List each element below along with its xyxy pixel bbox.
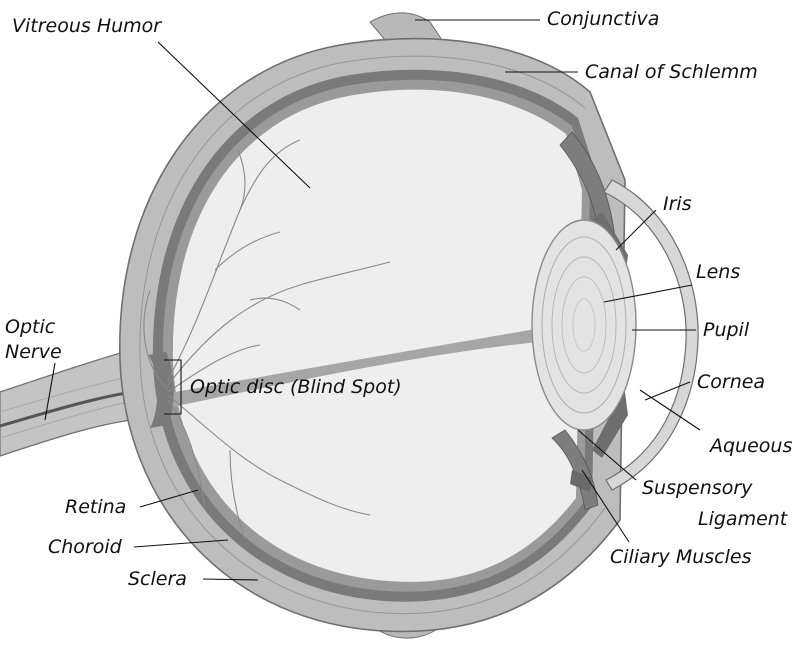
label-lens: Lens (696, 261, 740, 283)
label-optic-nerve-line2: Nerve (5, 341, 62, 363)
label-optic-disc: Optic disc (Blind Spot) (190, 376, 402, 398)
label-suspensory-line1: Suspensory (642, 477, 753, 499)
label-canal-of-schlemm: Canal of Schlemm (585, 61, 758, 83)
label-sclera: Sclera (128, 568, 187, 590)
label-aqueous: Aqueous (708, 435, 792, 457)
label-cornea: Cornea (697, 371, 765, 393)
label-optic-nerve-line1: Optic (5, 316, 56, 338)
label-iris: Iris (663, 193, 692, 215)
label-pupil: Pupil (703, 319, 750, 341)
label-choroid: Choroid (48, 536, 123, 558)
label-vitreous-humor: Vitreous Humor (12, 15, 162, 37)
label-ciliary-muscles: Ciliary Muscles (610, 546, 752, 568)
lens (532, 220, 636, 430)
label-suspensory-line2: Ligament (698, 508, 789, 530)
label-retina: Retina (65, 496, 126, 518)
label-conjunctiva: Conjunctiva (547, 8, 659, 30)
